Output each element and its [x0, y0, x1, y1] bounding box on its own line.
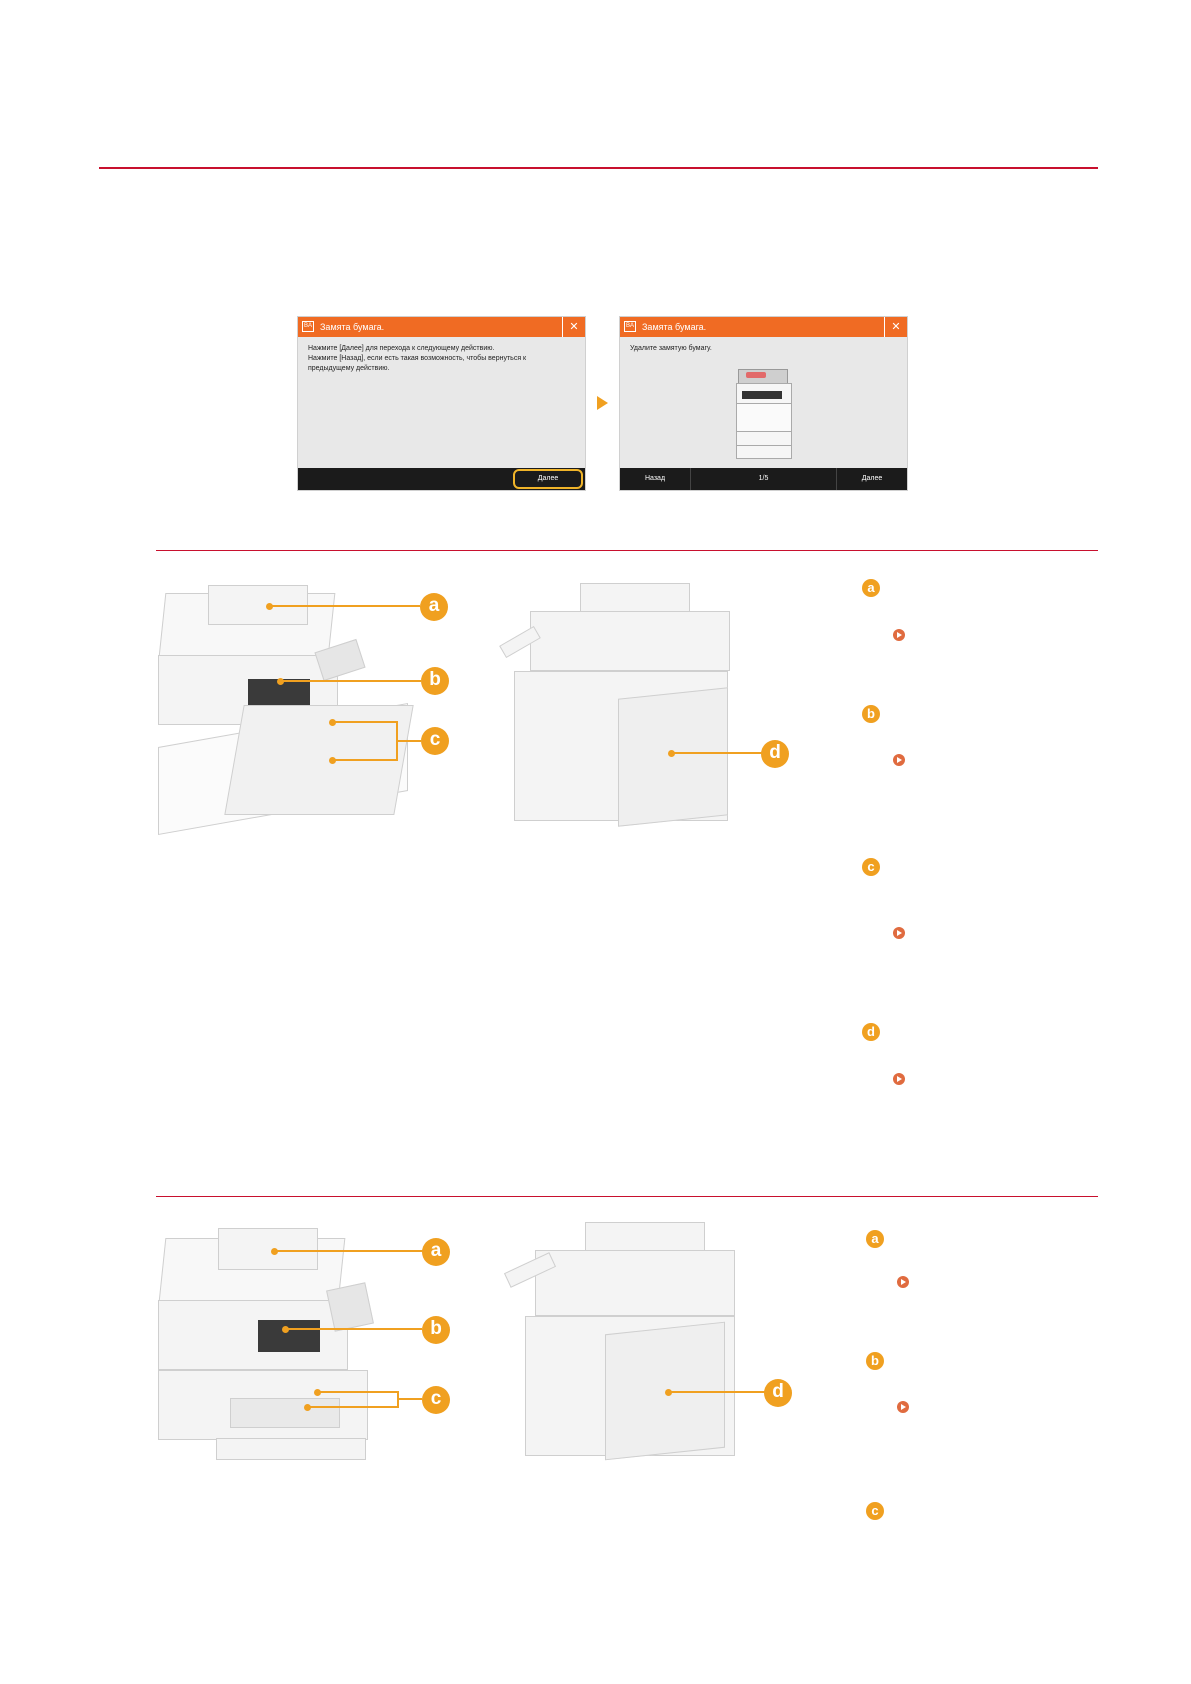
callout-d: d [764, 1379, 792, 1407]
callout-a: a [420, 593, 448, 621]
screen-footer: Назад 1/5 Далее [620, 468, 907, 490]
marker-b: b [862, 705, 880, 723]
screen-header: BA Замята бумага. ✕ [620, 317, 907, 337]
section-rule [156, 550, 1098, 551]
callout-b: b [421, 667, 449, 695]
section-rule [156, 1196, 1098, 1197]
printer-back-illustration [499, 583, 740, 827]
close-icon[interactable]: ✕ [562, 317, 585, 337]
screen-line: Нажмите [Назад], если есть такая возможн… [308, 355, 527, 362]
arrow-right-circle-icon[interactable] [897, 1276, 909, 1288]
screen-title: Замята бумага. [320, 322, 385, 332]
screen-footer: Далее [298, 468, 585, 490]
marker-d: d [862, 1023, 880, 1041]
marker-b: b [866, 1352, 884, 1370]
callout-d: d [761, 740, 789, 768]
screen-jam-intro: BA Замята бумага. ✕ Нажмите [Далее] для … [297, 316, 586, 491]
title-rule [99, 167, 1098, 169]
printer-back-illustration [503, 1222, 745, 1462]
callout-c: c [422, 1386, 450, 1414]
screen-text: Нажмите [Далее] для перехода к следующем… [308, 344, 526, 374]
page-indicator: 1/5 [690, 468, 837, 490]
arrow-right-circle-icon[interactable] [897, 1401, 909, 1413]
screen-title: Замята бумага. [642, 322, 707, 332]
screen-remove-paper: BA Замята бумага. ✕ Удалите замятую бума… [619, 316, 908, 491]
jam-icon: BA [624, 321, 636, 332]
close-icon[interactable]: ✕ [884, 317, 907, 337]
screen-line: Нажмите [Далее] для перехода к следующем… [308, 345, 495, 352]
jam-icon: BA [302, 321, 314, 332]
printer-front-illustration [158, 585, 418, 836]
printer-front-illustration [158, 1228, 418, 1463]
marker-c: c [862, 858, 880, 876]
screen-line: предыдущему действию. [308, 365, 390, 372]
marker-c: c [866, 1502, 884, 1520]
screen-line: Удалите замятую бумагу. [630, 345, 712, 352]
screen-header: BA Замята бумага. ✕ [298, 317, 585, 337]
back-button[interactable]: Назад [644, 475, 666, 482]
next-button[interactable]: Далее [513, 469, 583, 489]
marker-a: a [866, 1230, 884, 1248]
callout-c: c [421, 727, 449, 755]
arrow-right-circle-icon[interactable] [893, 629, 905, 641]
screen-text: Удалите замятую бумагу. [630, 344, 712, 354]
step-arrow-icon [597, 396, 608, 410]
next-button[interactable]: Далее [861, 475, 883, 482]
callout-a: a [422, 1238, 450, 1266]
arrow-right-circle-icon[interactable] [893, 1073, 905, 1085]
printer-illustration [732, 369, 794, 459]
arrow-right-circle-icon[interactable] [893, 754, 905, 766]
callout-b: b [422, 1316, 450, 1344]
marker-a: a [862, 579, 880, 597]
arrow-right-circle-icon[interactable] [893, 927, 905, 939]
